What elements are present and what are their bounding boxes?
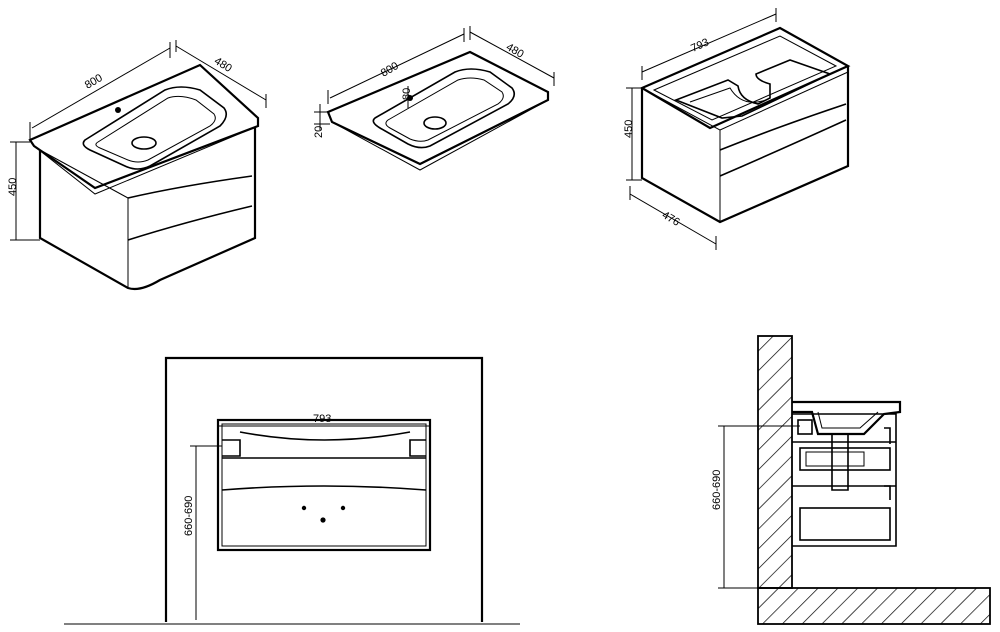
iso-cabinet-width-label: 793	[689, 36, 711, 54]
iso-cabinet-view: 793 450 476	[623, 8, 851, 250]
iso-vanity-depth-label: 480	[212, 55, 234, 75]
iso-basin-view: 800 480 20 80	[313, 26, 555, 171]
iso-basin-depth-label: 480	[504, 41, 526, 61]
front-height-label: 660-690	[183, 496, 195, 536]
iso-cabinet-height-label: 450	[623, 120, 635, 138]
iso-basin-bowl-depth-label: 80	[401, 88, 413, 100]
iso-cabinet-depth-label: 476	[660, 209, 682, 229]
front-elevation-view: 793 660-690	[64, 356, 520, 625]
side-height-label: 660-690	[711, 470, 723, 510]
front-width-label: 793	[313, 413, 331, 425]
side-section-view: 660-690	[711, 335, 991, 625]
iso-vanity-width-label: 800	[83, 72, 105, 92]
iso-basin-thickness-label: 20	[313, 126, 325, 138]
iso-vanity-view: 800 480 450	[7, 40, 267, 291]
iso-basin-width-label: 800	[379, 60, 401, 80]
iso-vanity-height-label: 450	[7, 178, 19, 196]
